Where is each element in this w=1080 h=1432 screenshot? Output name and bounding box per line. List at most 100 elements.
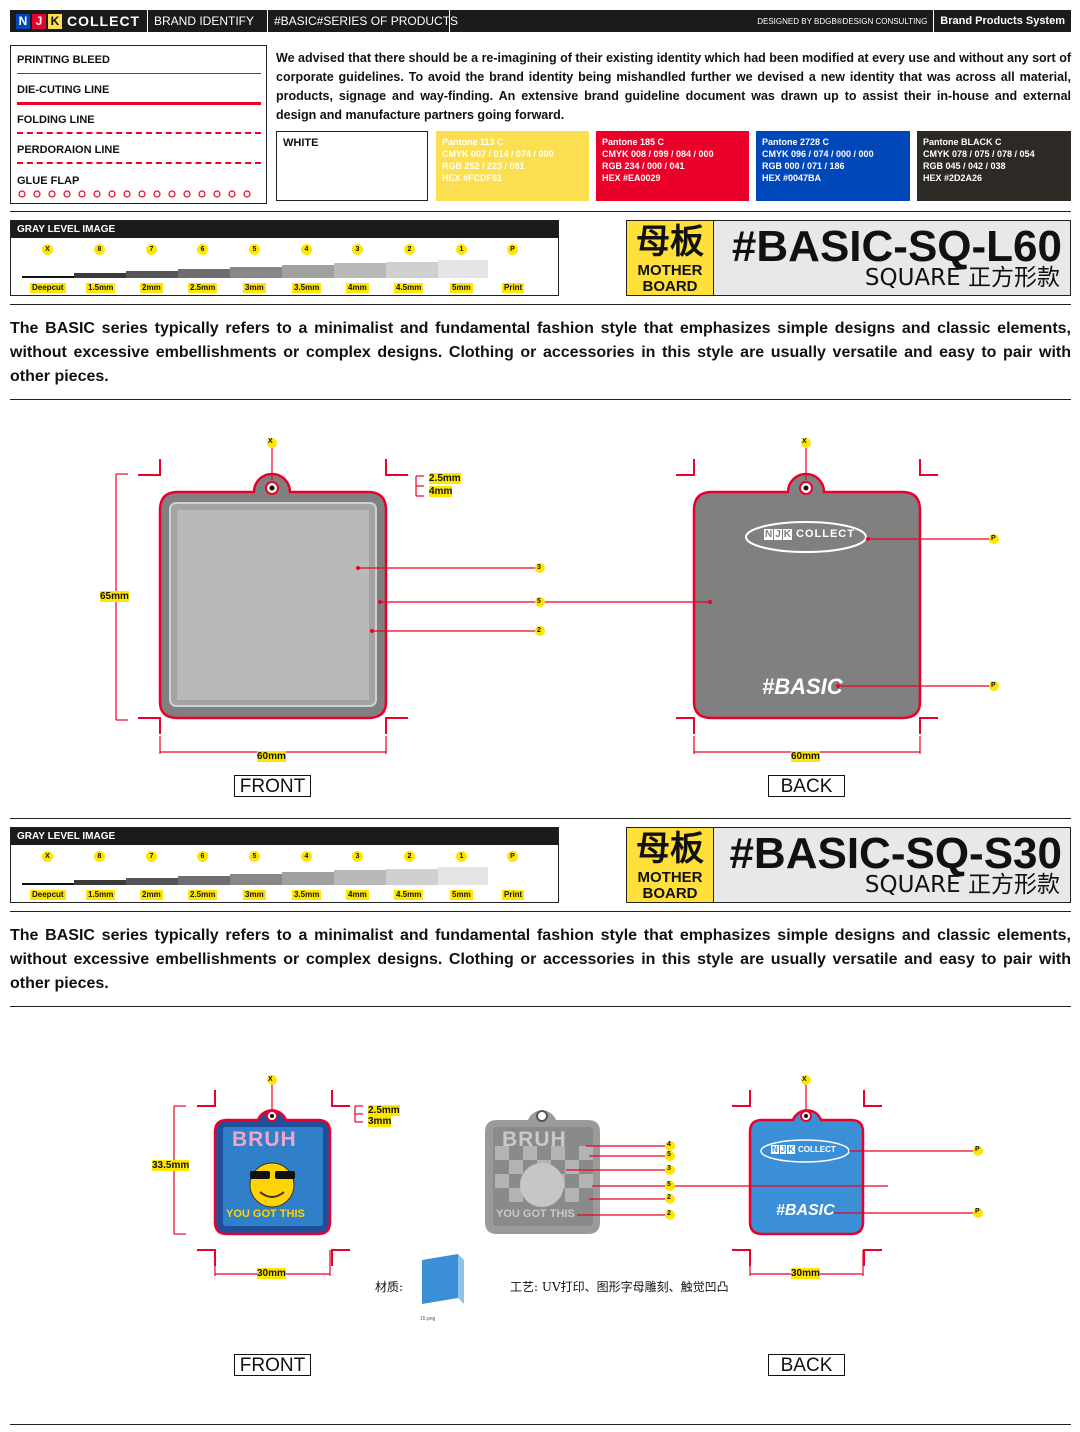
swatch-name: Pantone 2728 C (762, 137, 830, 147)
callout: 2 (667, 1194, 671, 1201)
gray-marker: 4 (301, 244, 312, 255)
material-acrylic-icon (422, 1254, 464, 1304)
gray-marker: 6 (197, 244, 208, 255)
nav-brand-identify[interactable]: BRAND IDENTIFY (148, 10, 268, 32)
front-width-label: 30mm (257, 1268, 286, 1279)
swatch-hex: HEX #EA0029 (602, 173, 661, 183)
gray-label: 4mm (346, 283, 369, 293)
middle-tag-grayscale (485, 1110, 600, 1234)
back-basic-mark-small: #BASIC (776, 1202, 835, 1219)
series-description-2: The BASIC series typically refers to a m… (10, 927, 1071, 992)
dim-a-label: 2.5mm (429, 473, 461, 484)
gray-marker: 8 (94, 244, 105, 255)
gray-step (178, 269, 230, 278)
dim-a-label: 2.5mm (368, 1105, 400, 1116)
gray-marker: 5 (249, 851, 260, 862)
mb-english-2: BOARD (642, 278, 698, 295)
swatch-cmyk: CMYK 078 / 075 / 078 / 054 (923, 149, 1035, 159)
gray-step (334, 263, 386, 278)
gray-label: 5mm (450, 283, 473, 293)
gray-label: 3mm (243, 283, 266, 293)
logo-letter-k: K (48, 13, 62, 29)
swatch-rgb: RGB 000 / 071 / 186 (762, 161, 845, 171)
art-you-got-this-gray: YOU GOT THIS (496, 1208, 575, 1220)
line-legend: PRINTING BLEED DIE-CUTING LINE FOLDING L… (10, 45, 267, 204)
gray-step (282, 265, 334, 278)
back-logo: N J K COLLECT (764, 528, 855, 540)
marker-x-back: X (802, 1076, 807, 1083)
back-width-label: 60mm (791, 751, 820, 762)
gray-step (386, 262, 438, 278)
mb-chinese: 母板 (636, 829, 704, 869)
swatch-white: WHITE (276, 131, 428, 201)
logo-letter-n: N (16, 13, 30, 29)
series-description-1: The BASIC series typically refers to a m… (10, 320, 1071, 385)
front-tag-shape (158, 472, 388, 720)
gray-marker: 2 (404, 851, 415, 862)
swatch-rgb: RGB 252 / 223 / 081 (442, 161, 525, 171)
art-bruh-gray: BRUH (502, 1128, 567, 1151)
swatch-hex: HEX #0047BA (762, 173, 822, 183)
back-label: BACK (768, 775, 845, 797)
callout-p-logo: P (991, 535, 996, 542)
material-file: 15.png (420, 1316, 436, 1322)
brand-logo[interactable]: N J K COLLECT (10, 10, 148, 32)
legend-die-cutting: DIE-CUTING LINE (17, 84, 110, 96)
mother-board-title-2: 母板 MOTHER BOARD #BASIC-SQ-S30 SQUARE 正方形… (626, 827, 1071, 903)
swatch-black: Pantone BLACK C CMYK 078 / 075 / 078 / 0… (917, 131, 1071, 201)
gray-marker: 5 (249, 244, 260, 255)
gray-marker: 7 (146, 244, 157, 255)
gray-marker: 3 (352, 244, 363, 255)
back-label: BACK (768, 1354, 845, 1376)
divider (10, 211, 1071, 212)
divider (10, 399, 1071, 400)
gray-step (386, 869, 438, 885)
nav-series-products[interactable]: #BASIC#SERIES OF PRODUCTS (268, 10, 458, 32)
gray-marker: 1 (456, 851, 467, 862)
gray-label: 2mm (140, 890, 163, 900)
callout-5: 5 (537, 598, 541, 605)
gray-step (230, 874, 282, 885)
mother-board-badge: 母板 MOTHER BOARD (627, 828, 714, 902)
divider (10, 1006, 1071, 1007)
top-header-bar: N J K COLLECT BRAND IDENTIFY #BASIC#SERI… (10, 10, 1071, 32)
logo-collect: COLLECT (798, 1145, 836, 1154)
gray-step (126, 878, 178, 885)
gray-level-panel-2: GRAY LEVEL IMAGE X 8 7 6 5 4 3 2 1 P Dee… (10, 827, 559, 903)
front-width-label: 60mm (257, 751, 286, 762)
divider (10, 818, 1071, 819)
swatch-rgb: RGB 234 / 000 / 041 (602, 161, 685, 171)
divider (10, 304, 1071, 305)
callout: 3 (667, 1165, 671, 1172)
logo-j: J (774, 528, 782, 540)
gray-level-panel-1: GRAY LEVEL IMAGE X 8 7 6 5 4 3 2 1 P Dee… (10, 220, 559, 296)
logo-k: K (782, 528, 793, 540)
mb-english-1: MOTHER (637, 869, 703, 886)
gray-label: 2mm (140, 283, 163, 293)
callout-p-basic: P (991, 682, 996, 689)
height-dim-label: 33.5mm (152, 1160, 190, 1171)
swatch-cmyk: CMYK 008 / 099 / 084 / 000 (602, 149, 714, 159)
swatch-white-name: WHITE (283, 137, 319, 149)
gray-level-title: GRAY LEVEL IMAGE (11, 221, 558, 238)
gray-label: 2.5mm (188, 283, 218, 293)
gray-marker: P (507, 244, 518, 255)
swatch-name: Pantone 185 C (602, 137, 665, 147)
swatch-yellow: Pantone 113 C CMYK 007 / 014 / 074 / 000… (436, 131, 589, 201)
dim-b-label: 3mm (368, 1116, 392, 1127)
gray-step (230, 267, 282, 278)
perforation-line (17, 162, 261, 164)
designed-by: DESIGNED BY BDGB®DESIGN CONSULTING (751, 10, 935, 32)
gray-label: Deepcut (30, 283, 66, 293)
height-dim-label: 65mm (100, 591, 129, 602)
marker-x-back: X (802, 438, 807, 445)
logo-k: K (787, 1145, 796, 1154)
callout-p-basic: P (975, 1208, 980, 1215)
callout: 2 (667, 1210, 671, 1217)
product-code: #BASIC-SQ-S30 (729, 829, 1062, 878)
mb-english-2: BOARD (642, 885, 698, 902)
gray-label: 4mm (346, 890, 369, 900)
product-shape: SQUARE 正方形款 (864, 265, 1060, 291)
craft-label: 工艺: UV打印、图形字母雕刻、触觉凹凸 (510, 1280, 729, 1294)
marker-x-front: X (268, 1076, 273, 1083)
